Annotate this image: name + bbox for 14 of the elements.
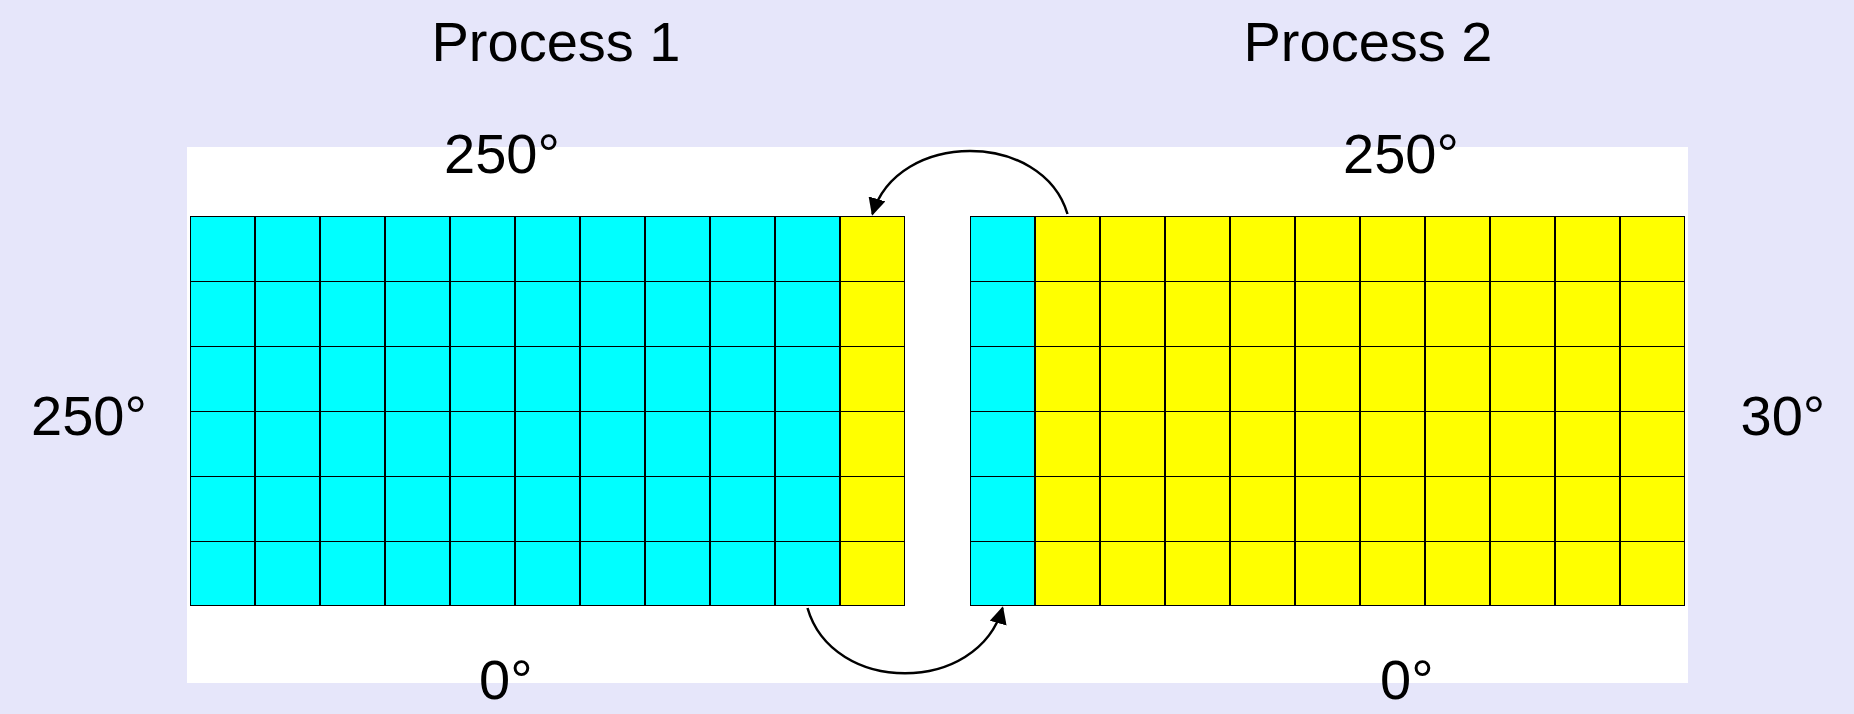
boundary-column	[1035, 216, 1100, 606]
process-heading: Process 1	[431, 12, 681, 72]
temperature-label: 30°	[1740, 386, 1826, 446]
exchange-arrow	[806, 606, 1005, 675]
temperature-label: 250°	[1343, 124, 1459, 184]
temperature-label: 250°	[31, 386, 147, 446]
temperature-label: 0°	[479, 650, 533, 710]
boundary-column	[775, 216, 840, 606]
exchange-arrow	[870, 149, 1069, 216]
temperature-label: 250°	[444, 124, 560, 184]
ghost-column	[970, 216, 1035, 606]
ghost-column	[840, 216, 905, 606]
temperature-label: 0°	[1380, 650, 1434, 710]
process-heading: Process 2	[1243, 12, 1493, 72]
